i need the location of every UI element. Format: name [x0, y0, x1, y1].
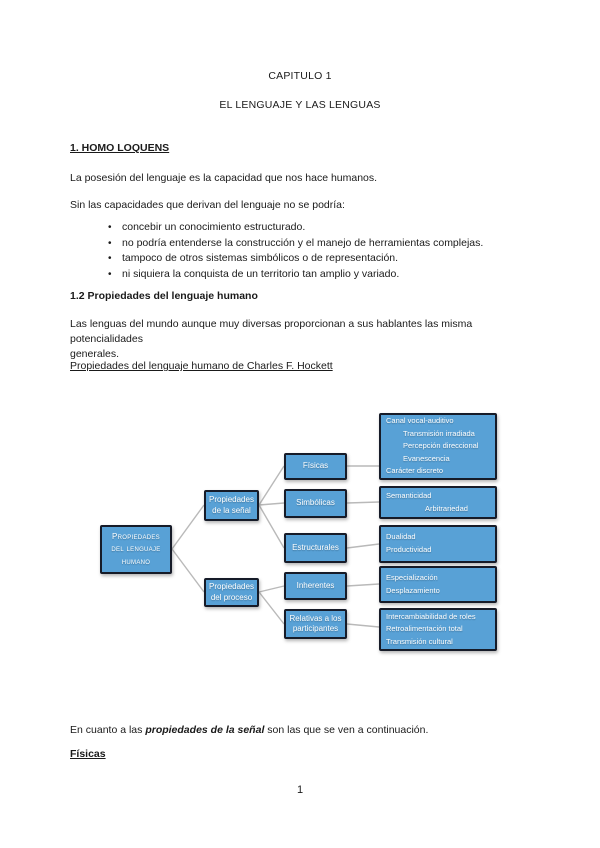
list-item: • ni siquiera la conquista de un territo… [70, 267, 532, 283]
bullet-icon: • [108, 222, 112, 233]
chapter-subtitle: EL LENGUAJE Y LAS LENGUAS [219, 99, 381, 111]
heading-fisicas: Físicas [70, 748, 106, 760]
page-number: 1 [296, 784, 304, 796]
hockett-link: Propiedades del lenguaje humano de Charl… [70, 360, 333, 372]
detail-estructurales: Dualidad Productividad [379, 525, 497, 563]
detail-line: Intercambiabilidad de roles [386, 611, 476, 621]
node-label-line: Inherentes [296, 580, 335, 590]
node-simbolicas: Simbólicas [284, 489, 347, 518]
node-propiedades-lenguaje-humano: Propiedades del lenguaje humano [100, 525, 172, 574]
bullet-text: ni siquiera la conquista de un territori… [122, 267, 400, 280]
node-label-line: Propiedades [112, 531, 160, 541]
detail-fisicas: Canal vocal-auditivo Transmisión irradia… [379, 413, 497, 480]
paragraph-segment: En cuanto a las [70, 724, 146, 736]
node-fisicas: Físicas [284, 453, 347, 480]
node-label-line: humano [121, 556, 151, 566]
detail-inherentes: Especialización Desplazamiento [379, 566, 497, 603]
paragraph-posesion: La posesión del lenguaje es la capacidad… [70, 172, 378, 184]
detail-simbolicas: Semanticidad Arbitrariedad [379, 486, 497, 519]
bullet-text: concebir un conocimiento estructurado. [122, 221, 306, 233]
node-label-line: del lenguaje [111, 544, 161, 554]
paragraph-sin-capacidades: Sin las capacidades que derivan del leng… [70, 199, 345, 211]
chapter-title: CAPITULO 1 [268, 70, 332, 82]
list-item: • tampoco de otros sistemas simbólicos o… [70, 251, 532, 267]
node-label-line: Físicas [302, 461, 329, 471]
heading-propiedades: 1.2 Propiedades del lenguaje humano [70, 290, 258, 302]
bullet-icon: • [108, 253, 112, 264]
heading-homo-loquens: 1. HOMO LOQUENS [70, 142, 170, 154]
node-label-line: Propiedades [209, 582, 254, 591]
node-label-line: Propiedades [209, 495, 254, 504]
detail-line: Arbitrariedad [425, 503, 468, 513]
detail-line: Canal vocal-auditivo [386, 416, 454, 426]
node-label-line: de la señal [212, 505, 251, 515]
detail-line: Transmisión cultural [386, 636, 453, 646]
node-inherentes: Inherentes [284, 572, 347, 600]
paragraph-line: generales. [70, 348, 120, 360]
list-item: • no podría entenderse la construcción y… [70, 236, 532, 252]
detail-line: Carácter discreto [386, 466, 444, 476]
paragraph-lenguas: Las lenguas del mundo aunque muy diversa… [70, 317, 532, 362]
paragraph-emphasis: propiedades de la señal [145, 724, 265, 736]
detail-line: Evanescencia [403, 453, 450, 463]
detail-line: Especialización [386, 572, 438, 582]
paragraph-segment: son las que se ven a continuación. [264, 724, 429, 736]
detail-relativas: Intercambiabilidad de roles Retroaliment… [379, 608, 497, 651]
node-label-line: Simbólicas [296, 498, 335, 508]
diagram-connectors [171, 465, 380, 628]
detail-line: Dualidad [386, 532, 416, 542]
bullet-icon: • [108, 268, 112, 280]
bullet-list: • concebir un conocimiento estructurado.… [70, 220, 532, 282]
node-label-line: Estructurales [292, 542, 339, 552]
paragraph-en-cuanto: En cuanto a las propiedades de la señal … [70, 723, 532, 737]
bullet-icon: • [108, 237, 112, 249]
detail-line: Productividad [386, 545, 432, 554]
node-propiedades-senal: Propiedades de la señal [204, 490, 259, 521]
node-propiedades-proceso: Propiedades del proceso [204, 578, 259, 607]
hockett-diagram: Propiedades del lenguaje humano Propieda… [95, 403, 505, 663]
detail-line: Retroalimentación total [386, 624, 463, 634]
node-label-line: participantes [292, 624, 339, 633]
node-label-line: Relativas a los [289, 613, 342, 623]
detail-line: Semanticidad [386, 490, 432, 500]
bullet-text: no podría entenderse la construcción y e… [122, 236, 484, 249]
bullet-text: tampoco de otros sistemas simbólicos o d… [122, 252, 399, 264]
list-item: • concebir un conocimiento estructurado. [70, 220, 532, 236]
detail-line: Desplazamiento [386, 585, 440, 595]
detail-line: Percepción direccional [403, 441, 479, 451]
node-relativas-participantes: Relativas a los participantes [284, 609, 347, 639]
detail-line: Transmisión irradiada [403, 428, 475, 438]
paragraph-line: Las lenguas del mundo aunque muy diversa… [70, 318, 473, 345]
node-estructurales: Estructurales [284, 533, 347, 563]
node-label-line: del proceso [210, 592, 253, 602]
